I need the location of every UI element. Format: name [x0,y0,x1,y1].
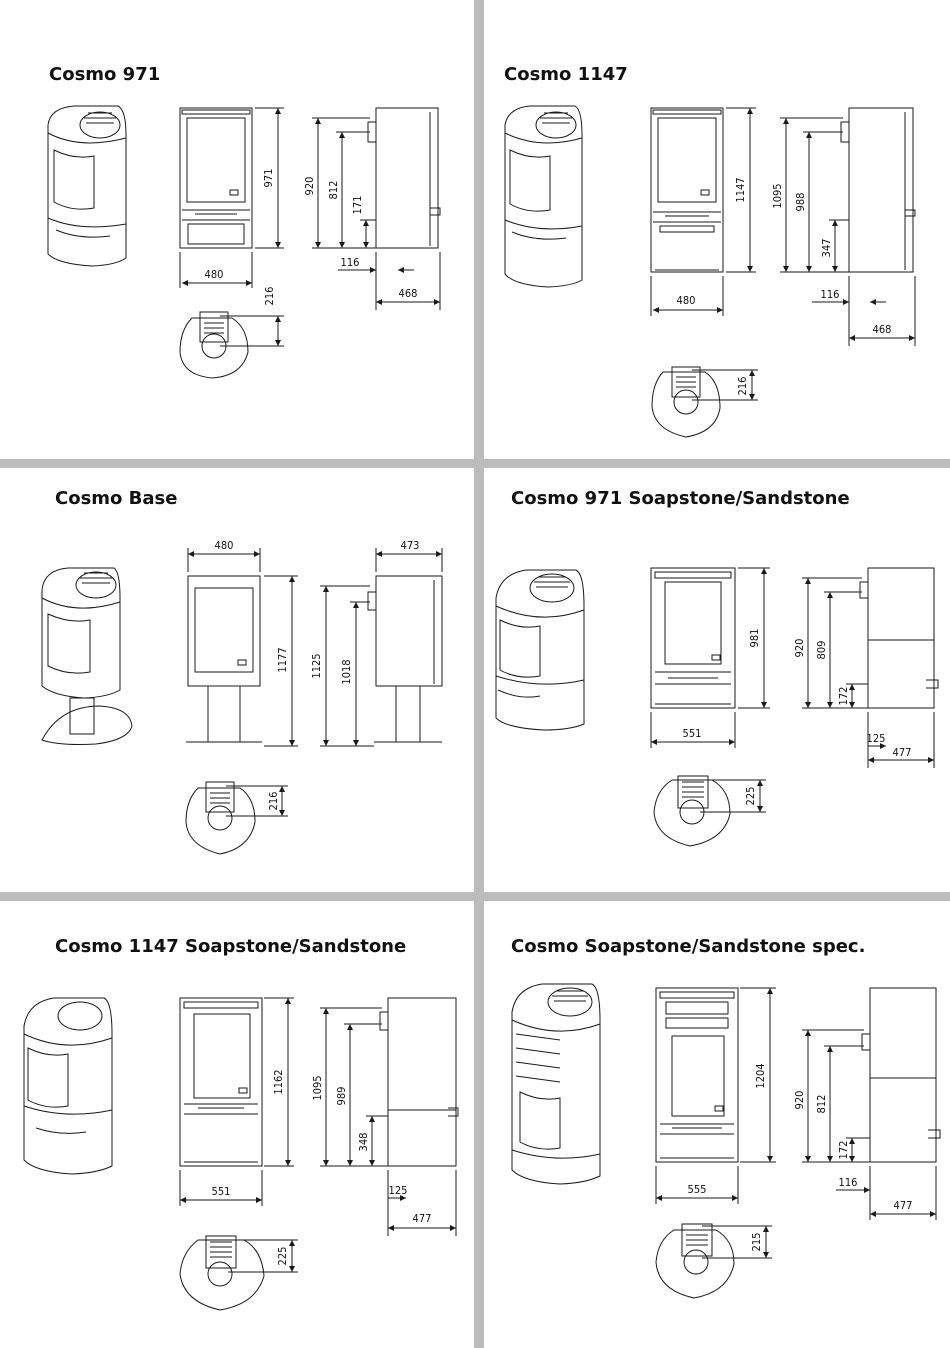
dim-971-height-front: 971 [262,169,275,188]
dim-1147s-height-side-c: 348 [357,1133,370,1152]
dim-spec-height-side-b: 812 [815,1095,828,1114]
dim-1147-height-side-c: 347 [820,239,833,258]
panel-title-cosmo-base: Cosmo Base [55,488,178,509]
dim-spec-depth-side: 477 [894,1199,913,1212]
dim-1147-offset-side: 116 [821,288,840,301]
dim-971s-height-front: 981 [748,629,761,648]
stove-front-971 [179,107,253,249]
dim-base-outlet-top: 216 [267,792,280,811]
dim-base-height-front: 1177 [276,647,289,672]
dim-base-height-side-a: 1125 [310,653,323,678]
dim-971-height-side-a: 920 [303,177,316,196]
stove-front-base [186,575,262,743]
dim-spec-offset-side: 116 [839,1176,858,1189]
dim-1147-height-front: 1147 [734,177,747,202]
panel-title-cosmo-971-soapstone: Cosmo 971 Soapstone/Sandstone [511,488,850,509]
dim-spec-outlet-top: 215 [750,1233,763,1252]
stove-front-1147-soapstone [179,997,263,1167]
dim-971s-height-side-a: 920 [793,639,806,658]
panel-title-cosmo-971: Cosmo 971 [49,64,161,85]
stove-top-view-1147-soapstone [179,1235,265,1311]
horizontal-divider-top [0,459,950,468]
stove-side-1147 [840,107,916,273]
stove-front-soapstone-spec [655,987,739,1163]
horizontal-divider-bottom [0,892,950,901]
stove-side-1147-soapstone [379,997,459,1167]
dim-971-offset-side: 116 [341,256,360,269]
dim-1147-depth-side: 468 [873,323,892,336]
dim-1147-outlet-top: 216 [736,377,749,396]
panel-title-cosmo-soapstone-spec: Cosmo Soapstone/Sandstone spec. [511,936,866,957]
stove-side-971-soapstone [859,567,939,709]
stove-front-1147 [650,107,724,273]
dim-971-width-front: 480 [205,268,224,281]
dim-base-width-front: 480 [215,539,234,552]
stove-perspective-1147 [504,105,583,288]
dim-971-height-side-b: 812 [327,181,340,200]
stove-perspective-soapstone-spec [511,983,601,1185]
panel-title-cosmo-1147: Cosmo 1147 [504,64,628,85]
dim-971s-depth-side: 477 [893,746,912,759]
dim-1147s-height-side-b: 989 [335,1087,348,1106]
dim-971-height-side-c: 171 [351,196,364,215]
stove-perspective-971 [47,105,127,267]
dim-base-depth-side: 473 [401,539,420,552]
stove-side-soapstone-spec [861,987,941,1163]
stove-top-view-soapstone-spec [655,1223,735,1299]
dim-1147s-offset-side: 125 [389,1184,408,1197]
dim-971-depth-side: 468 [399,287,418,300]
panel-title-cosmo-1147-soapstone: Cosmo 1147 Soapstone/Sandstone [55,936,407,957]
vertical-divider [474,0,484,1348]
dim-1147-height-side-b: 988 [794,193,807,212]
dim-1147-width-front: 480 [677,294,696,307]
dim-spec-height-side-c: 172 [837,1141,850,1160]
dim-1147s-height-side-a: 1095 [311,1075,324,1100]
stove-top-view-base [185,781,256,855]
dim-spec-width-front: 555 [688,1183,707,1196]
dim-971s-width-front: 551 [683,727,702,740]
dim-971s-offset-side: 125 [867,732,886,745]
dim-971s-height-side-c: 172 [837,687,850,706]
dim-1147-height-side-a: 1095 [771,183,784,208]
stove-top-view-971-soapstone [653,775,731,847]
dim-971s-outlet-top: 225 [744,787,757,806]
stove-top-view-1147 [651,366,721,438]
dim-base-height-side-b: 1018 [340,659,353,684]
dim-spec-height-side-a: 920 [793,1091,806,1110]
stove-side-base [367,575,443,743]
dim-971-outlet-top: 216 [263,287,276,306]
dim-1147s-height-front: 1162 [272,1069,285,1094]
stove-perspective-1147-soapstone [23,997,113,1175]
stove-perspective-base [41,567,133,745]
dim-1147s-outlet-top: 225 [276,1247,289,1266]
stove-top-view-971 [179,311,249,379]
dim-1147s-width-front: 551 [212,1185,231,1198]
stove-perspective-971-soapstone [495,569,585,731]
stove-front-971-soapstone [650,567,736,709]
dim-spec-height-front: 1204 [754,1063,767,1088]
dim-1147s-depth-side: 477 [413,1212,432,1225]
stove-side-971 [367,107,441,249]
dim-971s-height-side-b: 809 [815,641,828,660]
